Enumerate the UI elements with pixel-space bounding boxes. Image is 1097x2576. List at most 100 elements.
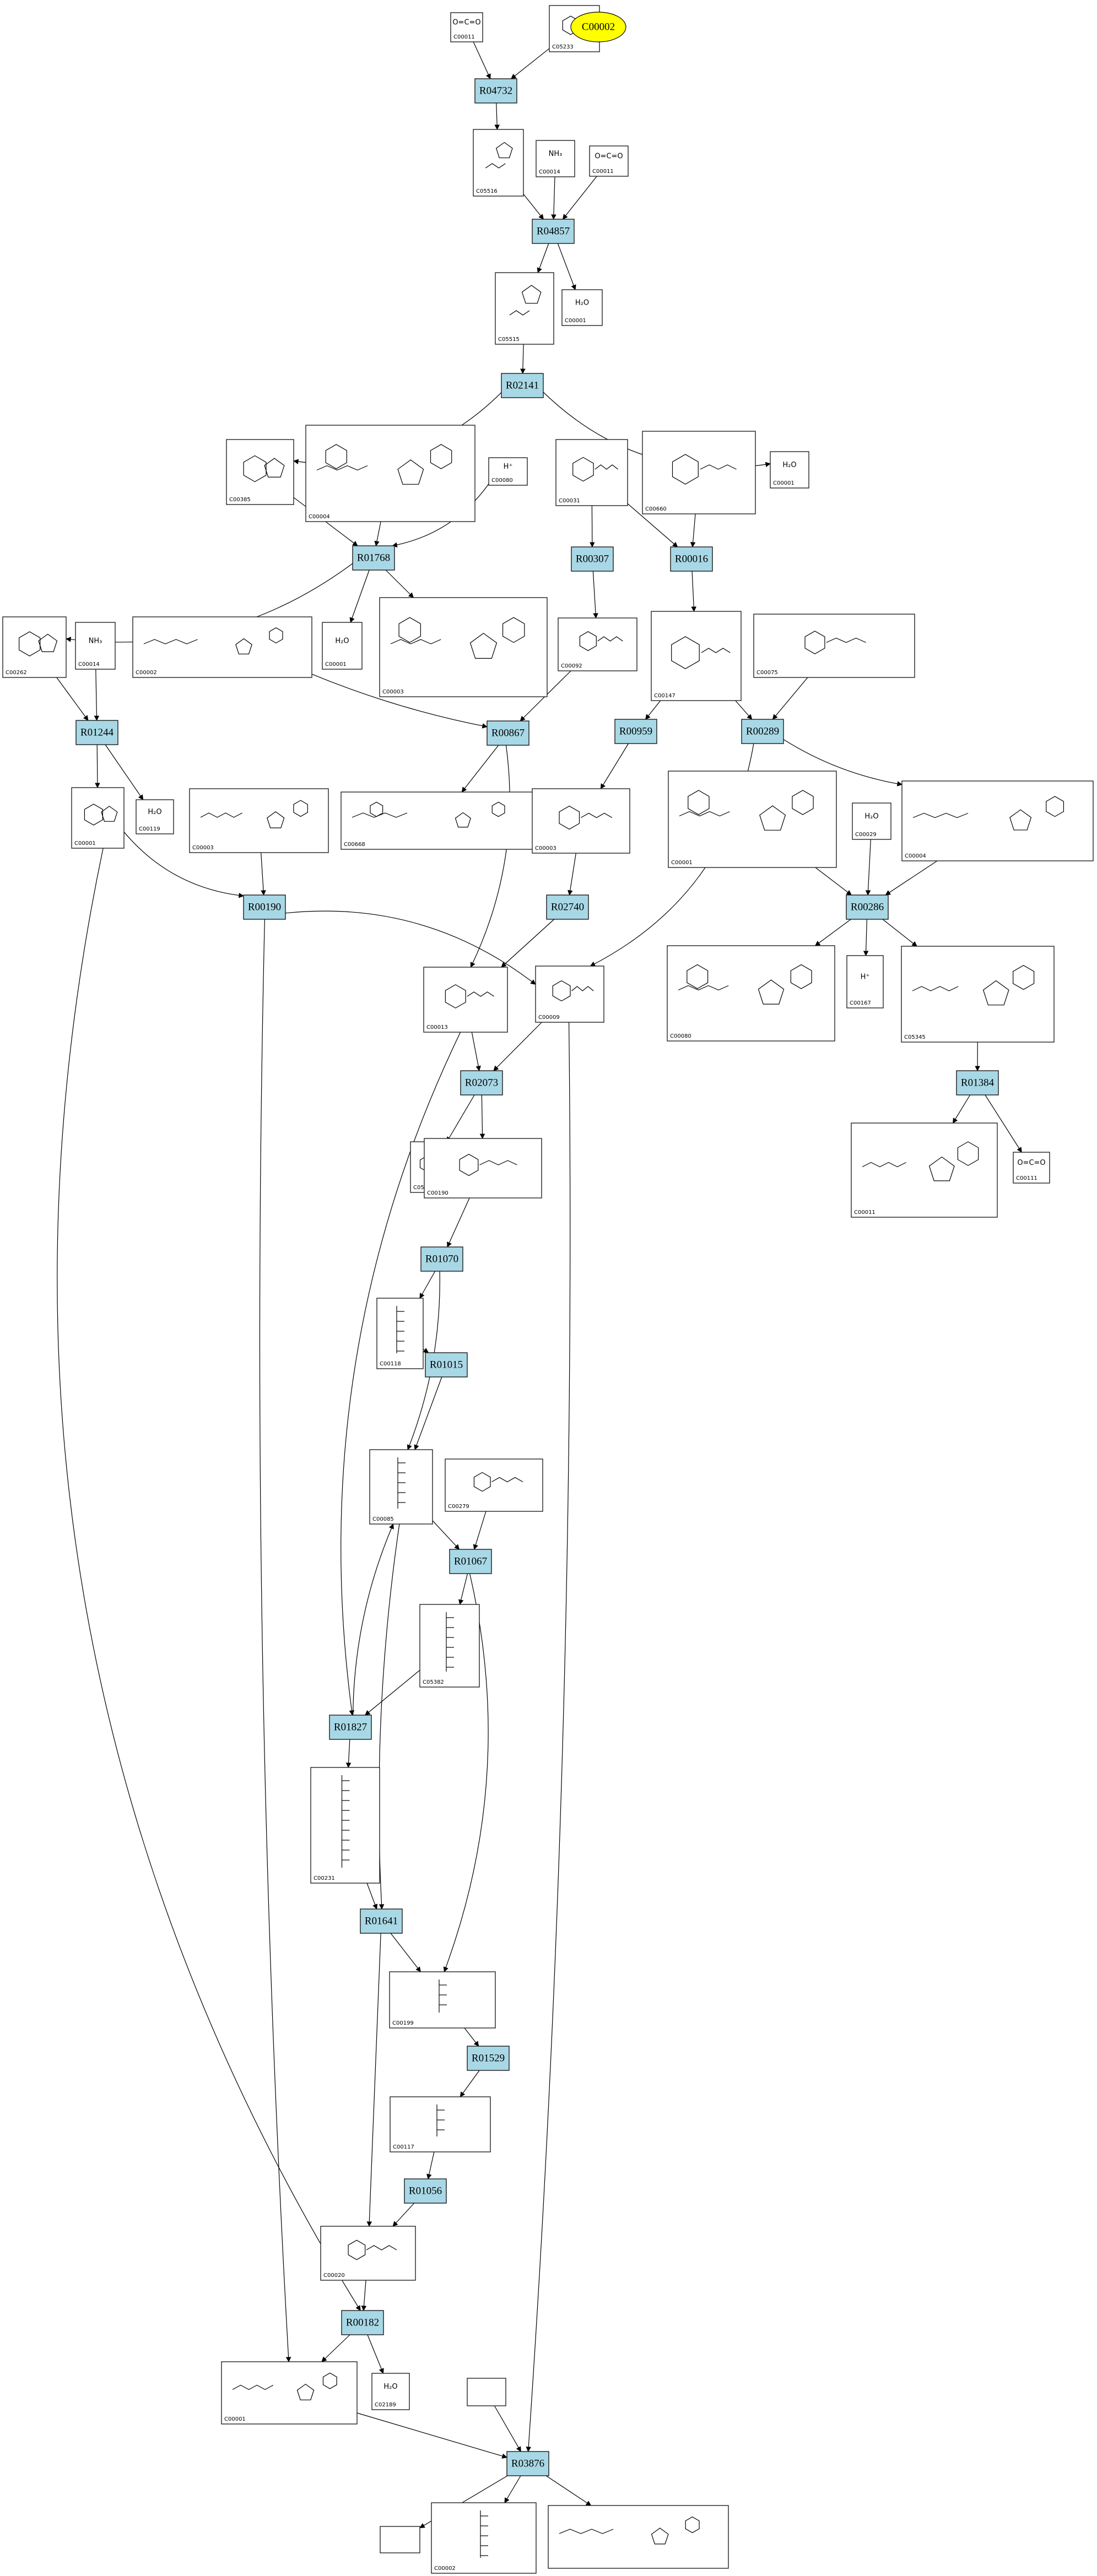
compound-box[interactable]: H⁺C00167 <box>846 955 884 1008</box>
reaction-node[interactable]: R00289 <box>741 719 784 744</box>
compound-id-label: C00014 <box>539 169 560 175</box>
compound-id-label: C00085 <box>372 1516 394 1522</box>
reaction-node[interactable]: R00016 <box>670 546 713 572</box>
compound-box[interactable]: C00147 <box>651 611 742 701</box>
reaction-node[interactable]: R00867 <box>487 720 529 746</box>
molecule-formula: H⁺ <box>504 463 513 471</box>
reaction-node[interactable]: R01056 <box>404 2178 447 2204</box>
compound-box[interactable]: C00085 <box>369 1449 433 1525</box>
reaction-node[interactable]: R01067 <box>449 1549 492 1574</box>
compound-box[interactable]: C00092 <box>558 617 637 671</box>
compound-box[interactable]: C00002 <box>431 2502 537 2574</box>
compound-box[interactable]: C00660 <box>642 431 756 514</box>
compound-box[interactable]: C00118 <box>376 1298 424 1369</box>
reaction-id-label: R01641 <box>365 1916 398 1927</box>
compound-id-label: C00003 <box>192 845 214 851</box>
structure-drawing <box>459 1153 517 1176</box>
compound-box[interactable]: C00262 <box>2 616 67 678</box>
compound-box[interactable]: C00031 <box>555 439 628 506</box>
compound-box[interactable]: C00011 <box>851 1122 998 1218</box>
edge-arrow <box>551 176 556 220</box>
compound-box[interactable]: C00009 <box>535 966 604 1023</box>
edge-arrow <box>600 743 629 789</box>
reaction-node[interactable]: R01015 <box>425 1352 468 1378</box>
compound-box[interactable]: C00117 <box>390 2096 491 2152</box>
compound-box[interactable]: C00001 <box>668 771 837 868</box>
compound-box-blank[interactable] <box>467 2378 506 2406</box>
reaction-node[interactable]: R04857 <box>532 219 575 244</box>
reaction-node[interactable]: R01529 <box>467 2046 510 2071</box>
compound-box[interactable]: C00020 <box>320 2226 416 2281</box>
target-compound-node[interactable]: C00002 <box>570 12 626 42</box>
reaction-id-label: R00016 <box>675 554 708 565</box>
compound-box[interactable]: C00668 <box>341 791 538 850</box>
reaction-node[interactable]: R00182 <box>341 2310 384 2335</box>
reaction-node[interactable]: R02141 <box>501 373 544 398</box>
compound-box[interactable]: C00279 <box>445 1458 543 1512</box>
edge-arrow <box>690 513 696 547</box>
compound-box[interactable]: C00190 <box>424 1138 542 1198</box>
compound-box[interactable]: C05515 <box>495 272 554 345</box>
edge-arrow <box>783 739 903 787</box>
molecule-formula: H₂O <box>864 812 878 821</box>
reaction-node[interactable]: R04732 <box>474 78 517 104</box>
compound-box[interactable]: C00004 <box>901 780 1094 861</box>
edge-arrow <box>473 1511 487 1550</box>
edge-arrow <box>56 677 89 721</box>
compound-box[interactable]: C00001 <box>71 787 125 849</box>
compound-id-label: C00001 <box>565 318 586 324</box>
reaction-node[interactable]: R01384 <box>956 1070 999 1096</box>
compound-id-label: C00011 <box>854 1210 876 1216</box>
reaction-node[interactable]: R02073 <box>460 1070 503 1096</box>
structure-drawing <box>446 1612 454 1672</box>
reaction-node[interactable]: R01641 <box>360 1908 403 1934</box>
reaction-node[interactable]: R01827 <box>329 1715 372 1740</box>
compound-box[interactable]: C00385 <box>226 439 294 505</box>
reaction-node[interactable]: R00307 <box>571 546 614 572</box>
compound-box[interactable]: C00002 <box>132 616 312 678</box>
compound-box[interactable]: C00004 <box>305 425 475 522</box>
compound-box[interactable]: C05382 <box>419 1604 480 1688</box>
compound-box[interactable]: C00003 <box>379 597 548 697</box>
reaction-node[interactable]: R03876 <box>506 2451 549 2476</box>
reaction-node[interactable]: R01768 <box>352 545 395 571</box>
compound-box[interactable]: C00003 <box>189 788 329 853</box>
structure-drawing <box>352 801 505 828</box>
compound-box-blank[interactable] <box>380 2526 420 2553</box>
edge-arrow <box>356 2412 507 2459</box>
compound-box[interactable]: C00199 <box>389 1971 496 2029</box>
edge-arrow <box>367 2334 384 2374</box>
reaction-node[interactable]: R00959 <box>614 719 657 744</box>
compound-box[interactable]: C00003 <box>532 788 630 854</box>
compound-box[interactable]: C05516 <box>473 129 524 197</box>
reaction-node[interactable]: R01070 <box>420 1246 463 1272</box>
compound-box[interactable]: H⁺C00080 <box>488 457 528 486</box>
compound-box[interactable]: C00013 <box>423 967 508 1033</box>
compound-box[interactable]: C00075 <box>753 614 915 678</box>
compound-box[interactable]: C05345 <box>901 946 1055 1043</box>
reaction-node[interactable]: R02740 <box>546 894 589 920</box>
compound-id-label: C00262 <box>6 670 27 676</box>
edge-arrow <box>526 1022 571 2452</box>
reaction-node[interactable]: R00286 <box>846 894 889 920</box>
compound-box[interactable]: C00001 <box>221 2361 358 2425</box>
edge-arrow <box>321 2334 350 2362</box>
compound-box[interactable]: C00231 <box>310 1767 380 1884</box>
edge-arrow <box>493 1022 542 1071</box>
compound-box[interactable] <box>548 2505 729 2569</box>
compound-box[interactable]: C00080 <box>667 945 835 1042</box>
compound-id-label: C00004 <box>905 853 926 859</box>
reaction-node[interactable]: R01244 <box>75 720 118 745</box>
reaction-node[interactable]: R00190 <box>243 894 286 920</box>
